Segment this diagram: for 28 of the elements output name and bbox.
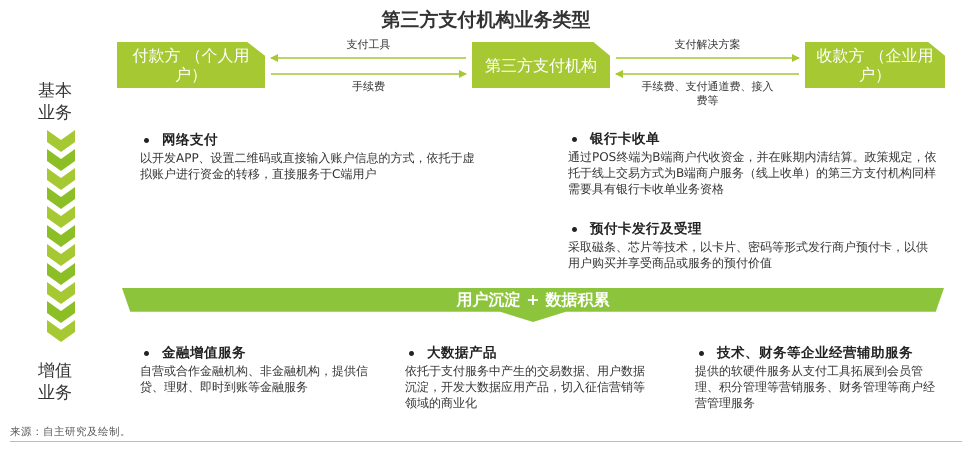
item-description: 依托于支付服务中产生的交易数据、用户数据沉淀，开发大数据应用产品，切入征信营销等领域的商业化: [405, 363, 646, 411]
banner: 用户沉淀 + 数据积累: [122, 288, 944, 322]
item-heading: 金融增值服务: [140, 344, 370, 362]
item-description: 提供的软硬件服务从支付工具拓展到会员管理、积分管理等营销服务、财务管理等商户经营管理服务: [695, 363, 935, 411]
section-label: 增值业务: [38, 360, 73, 404]
edge-label: 支付工具: [346, 38, 392, 52]
item-heading: 大数据产品: [405, 344, 645, 362]
entity-box: 收款方 （企业用户）: [805, 42, 945, 88]
source-note: 来源：自主研究及绘制。: [10, 425, 132, 439]
item-heading: 网络支付: [140, 131, 470, 149]
section-label: 基本业务: [38, 80, 73, 124]
item-description: 通过POS终端为B端商户代收资金，并在账期内清结算。政策规定，依托于线上交易方式为B端商户服务（线上收单）的第三方支付机构同样需要具有银行卡收单业务资格: [568, 149, 938, 197]
edge-label: 手续费: [351, 80, 386, 94]
entity-box: 第三方支付机构: [472, 42, 610, 88]
arrow: [616, 54, 800, 62]
item-description: 以开发APP、设置二维码或直接输入账户信息的方式，依托于虚拟账户进行资金的转移，直接服务于C端用户: [140, 150, 476, 182]
item-heading: 银行卡收单: [568, 130, 928, 148]
item-description: 自营或合作金融机构、非金融机构，提供信贷、理财、即时到账等金融服务: [140, 363, 369, 395]
arrow: [270, 54, 466, 62]
item-heading: 技术、财务等企业经营辅助服务: [695, 344, 965, 362]
edge-label: 手续费、支付通道费、接入费等: [640, 80, 774, 108]
diagram-title: 第三方支付机构业务类型: [380, 8, 592, 33]
item-description: 采取磁条、芯片等技术，以卡片、密码等形式发行商户预付卡，以供用户购买并享受商品或服务的预付价值: [568, 239, 929, 271]
arrow: [615, 70, 799, 78]
entity-box: 付款方 （个人用户）: [117, 42, 265, 88]
item-heading: 预付卡发行及受理: [568, 220, 928, 238]
arrow: [271, 70, 467, 78]
edge-label: 支付解决方案: [674, 38, 742, 52]
